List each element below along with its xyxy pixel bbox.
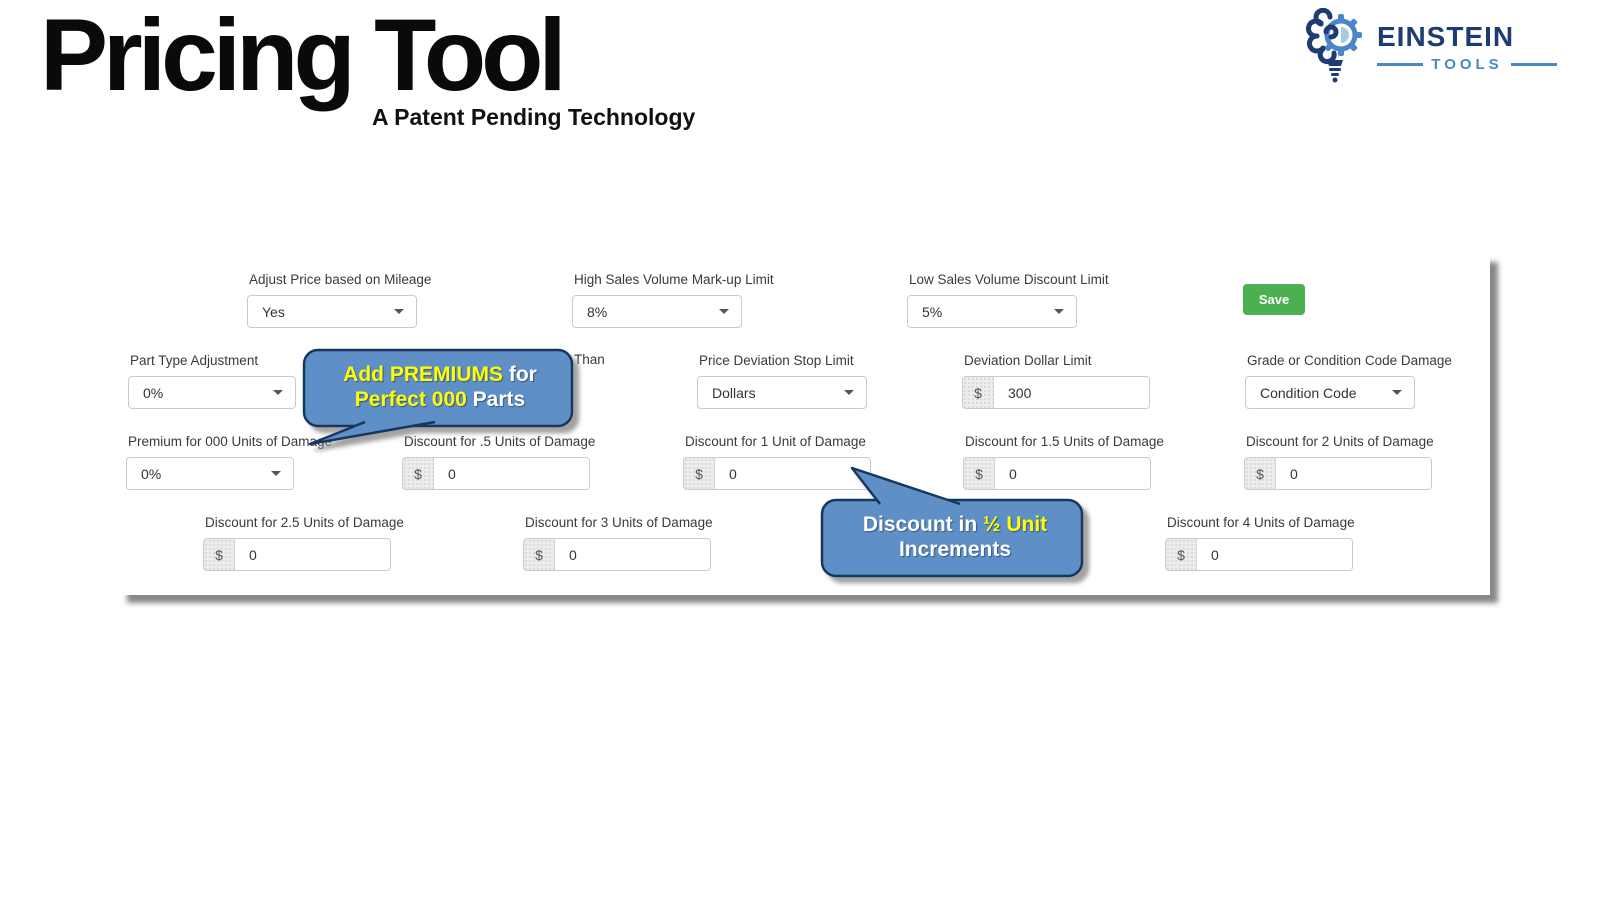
field-high-sales-volume: High Sales Volume Mark-up Limit 8% — [572, 272, 774, 328]
field-discount-1-5-units: Discount for 1.5 Units of Damage $ — [963, 434, 1164, 490]
chevron-down-icon — [1054, 309, 1064, 314]
deviation-dollar-limit-input[interactable] — [994, 377, 1149, 408]
field-label: Low Sales Volume Discount Limit — [909, 272, 1109, 287]
part-type-adjustment-dropdown[interactable]: 0% — [128, 376, 296, 409]
field-label: Discount for 1 Unit of Damage — [685, 434, 866, 449]
dollar-sign-addon: $ — [684, 458, 715, 489]
chevron-down-icon — [394, 309, 404, 314]
selected-value: 0% — [143, 384, 164, 401]
adjust-price-mileage-dropdown[interactable]: Yes — [247, 295, 417, 328]
dollar-sign-addon: $ — [1245, 458, 1276, 489]
premium-000-dropdown[interactable]: 0% — [126, 457, 294, 490]
dollar-sign-addon: $ — [1166, 539, 1197, 570]
field-label: Discount for 1.5 Units of Damage — [965, 434, 1164, 449]
page-title: Pricing Tool — [40, 0, 567, 112]
field-premium-000: Premium for 000 Units of Damage 0% — [126, 434, 333, 490]
field-part-type-adjustment: Part Type Adjustment 0% — [128, 353, 296, 409]
selected-value: 5% — [922, 303, 943, 320]
obscured-label-fragment: Than — [574, 352, 605, 367]
selected-value: Yes — [262, 303, 285, 320]
einstein-tools-logo: EINSTEIN TOOLS — [1303, 8, 1557, 86]
logo-sub-text: TOOLS — [1431, 56, 1503, 73]
logo-brand-text: EINSTEIN — [1377, 21, 1515, 52]
low-sales-volume-dropdown[interactable]: 5% — [907, 295, 1077, 328]
field-price-deviation-stop: Price Deviation Stop Limit Dollars — [697, 353, 867, 409]
field-low-sales-volume: Low Sales Volume Discount Limit 5% — [907, 272, 1109, 328]
page-subtitle: A Patent Pending Technology — [372, 104, 696, 130]
field-label: Discount for 2.5 Units of Damage — [205, 515, 404, 530]
field-deviation-dollar-limit: Deviation Dollar Limit $ — [962, 353, 1150, 409]
field-discount-3-units: Discount for 3 Units of Damage $ — [523, 515, 713, 571]
field-label: Discount for 3 Units of Damage — [525, 515, 713, 530]
discount-1-5-units-input[interactable] — [995, 458, 1150, 489]
chevron-down-icon — [273, 390, 283, 395]
discount-half-unit-input[interactable] — [434, 458, 589, 489]
discount-1-unit-input[interactable] — [715, 458, 870, 489]
high-sales-volume-dropdown[interactable]: 8% — [572, 295, 742, 328]
dollar-sign-addon: $ — [964, 458, 995, 489]
field-label: High Sales Volume Mark-up Limit — [574, 272, 774, 287]
discount-2-5-units-input[interactable] — [235, 539, 390, 570]
field-label: Discount for .5 Units of Damage — [404, 434, 596, 449]
logo-rule-right — [1510, 63, 1557, 66]
chevron-down-icon — [719, 309, 729, 314]
selected-value: 8% — [587, 303, 608, 320]
field-label: Deviation Dollar Limit — [964, 353, 1092, 368]
field-grade-condition-code: Grade or Condition Code Damage Condition… — [1245, 353, 1452, 409]
dollar-sign-addon: $ — [204, 539, 235, 570]
field-label: Discount for 4 Units of Damage — [1167, 515, 1355, 530]
field-discount-half-unit: Discount for .5 Units of Damage $ — [402, 434, 596, 490]
callout-half-unit-increments: Discount in ½ Unit Increments — [810, 452, 1100, 587]
save-button[interactable]: Save — [1243, 284, 1305, 315]
field-label: Grade or Condition Code Damage — [1247, 353, 1452, 368]
grade-condition-code-dropdown[interactable]: Condition Code — [1245, 376, 1415, 409]
field-discount-2-5-units: Discount for 2.5 Units of Damage $ — [203, 515, 404, 571]
field-label: Part Type Adjustment — [130, 353, 259, 368]
selected-value: Condition Code — [1260, 384, 1357, 401]
selected-value: 0% — [141, 465, 162, 482]
discount-2-units-input[interactable] — [1276, 458, 1431, 489]
chevron-down-icon — [844, 390, 854, 395]
discount-4-units-input[interactable] — [1197, 539, 1352, 570]
field-label: Adjust Price based on Mileage — [249, 272, 432, 287]
field-label: Discount for 2 Units of Damage — [1246, 434, 1434, 449]
field-discount-4-units: Discount for 4 Units of Damage $ — [1165, 515, 1355, 571]
chevron-down-icon — [271, 471, 281, 476]
field-label: Price Deviation Stop Limit — [699, 353, 854, 368]
dollar-sign-addon: $ — [524, 539, 555, 570]
field-label: Premium for 000 Units of Damage — [128, 434, 333, 449]
discount-3-units-input[interactable] — [555, 539, 710, 570]
callout-add-premiums: Add PREMIUMS for Perfect 000 Parts — [290, 342, 590, 457]
dollar-sign-addon: $ — [403, 458, 434, 489]
brain-gear-lightbulb-icon — [1305, 8, 1362, 83]
logo-rule-left — [1377, 63, 1424, 66]
dollar-sign-addon: $ — [963, 377, 994, 408]
chevron-down-icon — [1392, 390, 1402, 395]
field-adjust-price-mileage: Adjust Price based on Mileage Yes — [247, 272, 432, 328]
selected-value: Dollars — [712, 384, 756, 401]
field-discount-2-units: Discount for 2 Units of Damage $ — [1244, 434, 1434, 490]
price-deviation-stop-dropdown[interactable]: Dollars — [697, 376, 867, 409]
field-discount-1-unit: Discount for 1 Unit of Damage $ — [683, 434, 871, 490]
